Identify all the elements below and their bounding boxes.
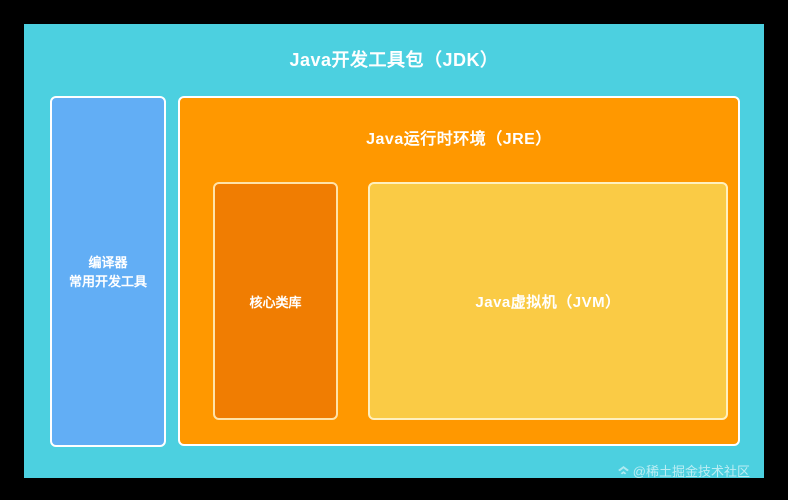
compiler-tools-box: 编译器 常用开发工具 — [50, 96, 166, 447]
jre-title: Java运行时环境（JRE） — [366, 131, 552, 148]
jre-panel: Java运行时环境（JRE） 核心类库 Java虚拟机（JVM） — [178, 96, 740, 446]
core-class-library-box: 核心类库 — [213, 182, 338, 420]
jdk-title: Java开发工具包（JDK） — [289, 50, 499, 70]
jvm-label: Java虚拟机（JVM） — [475, 293, 621, 311]
watermark-text: @稀土掘金技术社区 — [632, 464, 750, 479]
jdk-panel: Java开发工具包（JDK） 编译器 常用开发工具 Java运行时环境（JRE）… — [24, 24, 764, 480]
core-class-library-label: 核心类库 — [249, 294, 302, 310]
compiler-label: 编译器 — [88, 254, 128, 270]
common-dev-tools-label: 常用开发工具 — [68, 273, 147, 289]
juejin-logo-icon — [617, 465, 630, 478]
jvm-box: Java虚拟机（JVM） — [368, 182, 728, 420]
watermark: @稀土掘金技术社区 — [617, 461, 750, 480]
